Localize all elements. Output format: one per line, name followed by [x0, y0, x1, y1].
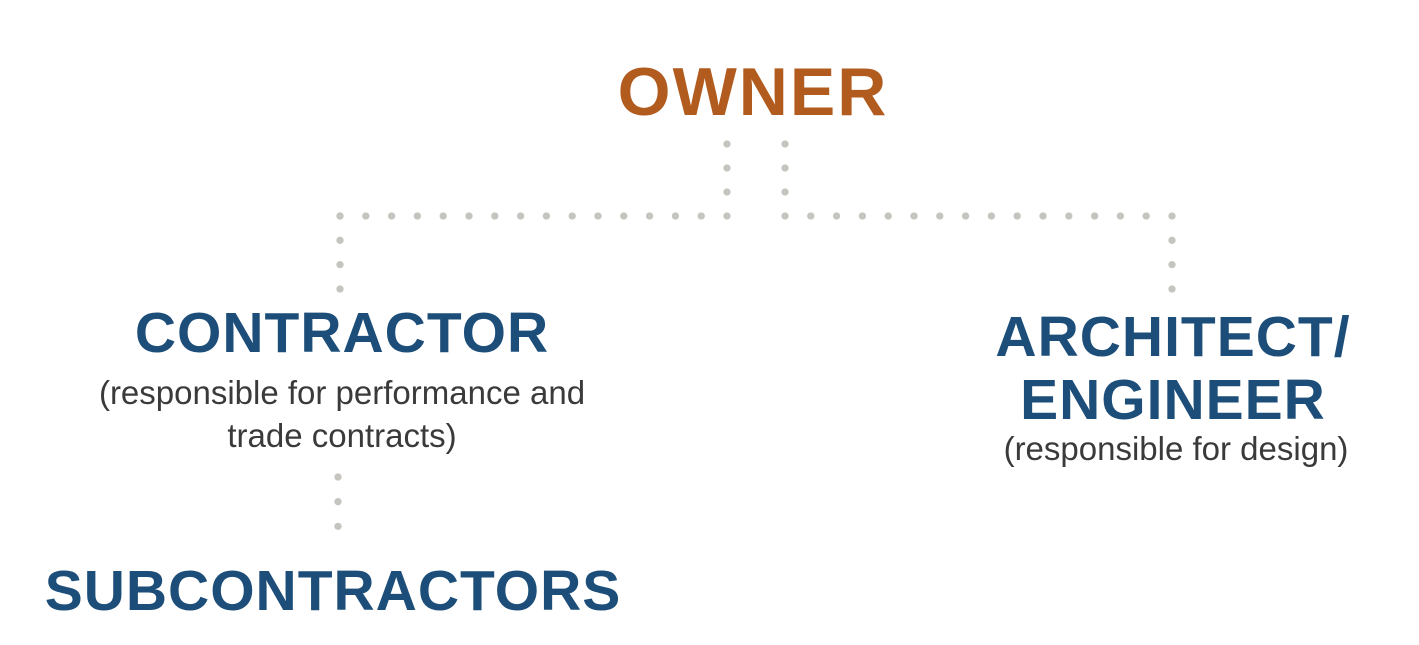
node-contractor: CONTRACTOR — [134, 301, 550, 365]
node-subcontractors: SUBCONTRACTORS — [44, 559, 622, 623]
contractor-subtitle: (responsible for performance and trade c… — [99, 372, 585, 458]
architect-label-line-1: ARCHITECT/ — [995, 305, 1351, 369]
contractor-subtitle-line-1: (responsible for performance and — [98, 374, 586, 411]
architect-subtitle: (responsible for design) — [1003, 430, 1349, 467]
node-architect-engineer: ARCHITECT/ ENGINEER — [995, 306, 1350, 431]
architect-label-line-2: ENGINEER — [1020, 367, 1326, 432]
node-owner: OWNER — [617, 54, 889, 130]
contractor-subtitle-line-2: trade contracts) — [227, 416, 457, 454]
